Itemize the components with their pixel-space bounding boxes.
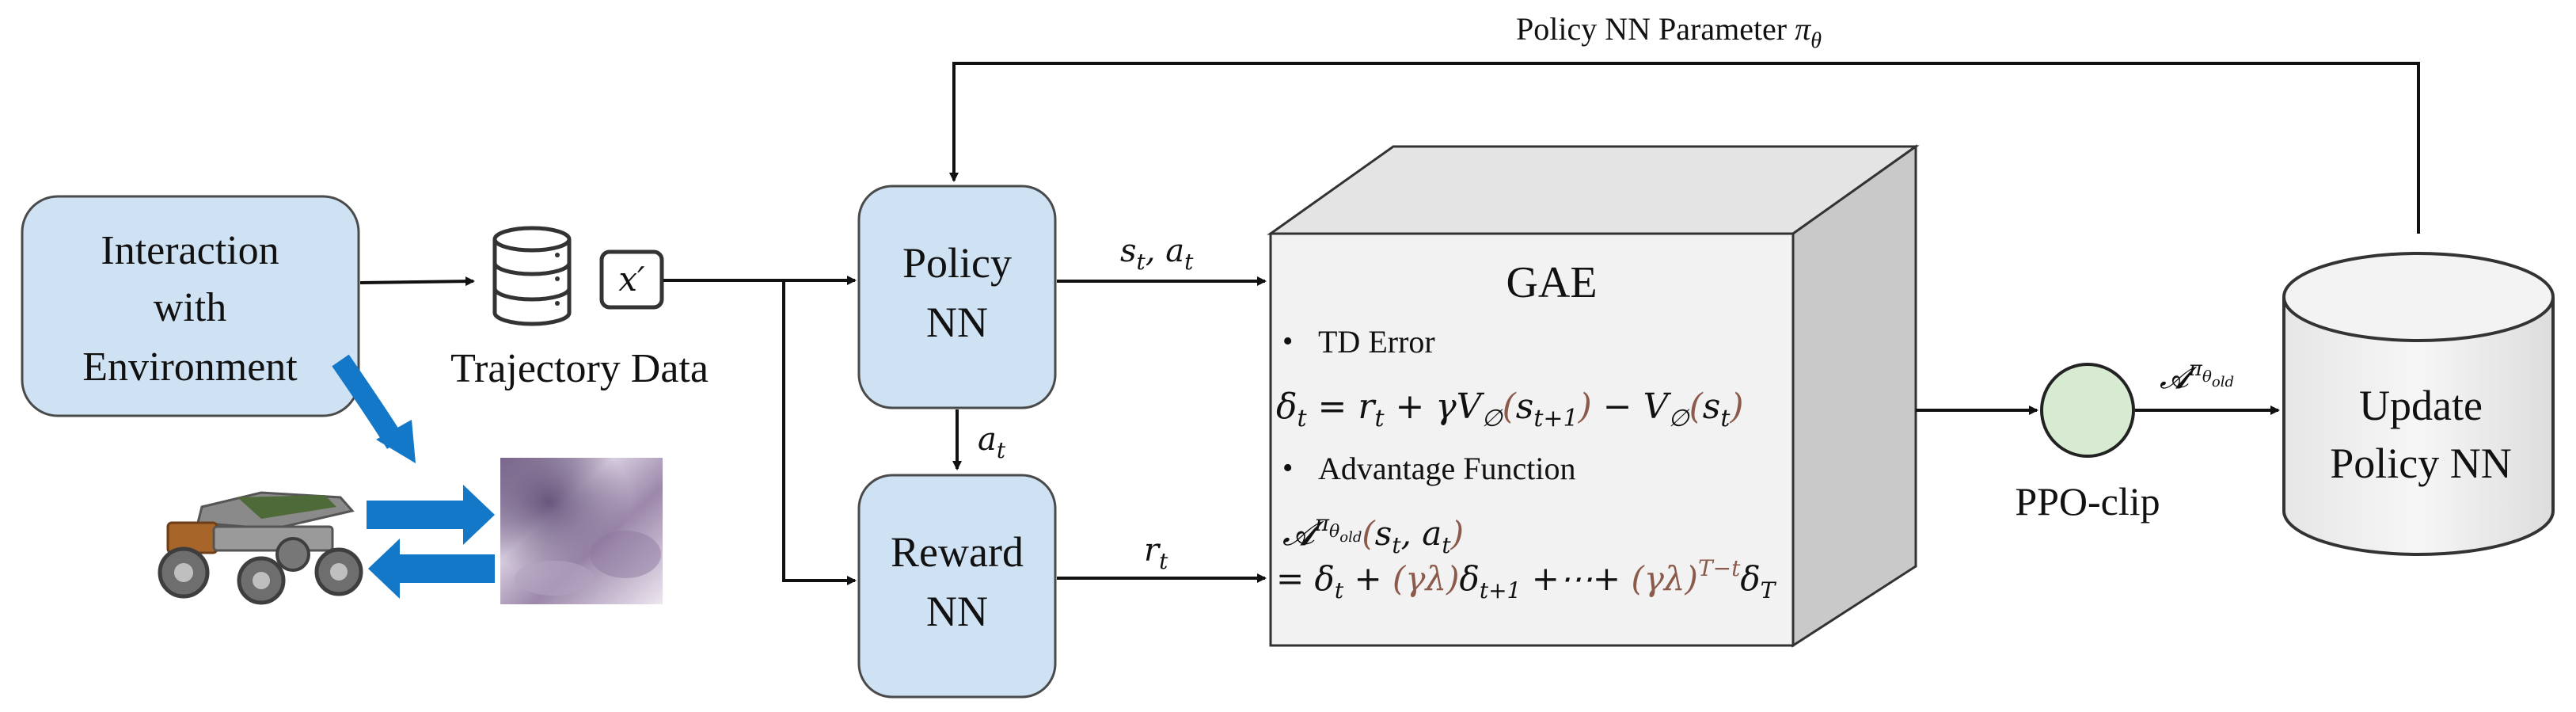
bullet-1: • [1282, 325, 1293, 358]
interaction-box [21, 195, 360, 417]
gae-cube [1267, 144, 1920, 648]
terrain-image [500, 458, 663, 604]
td-error-label: TD Error [1318, 324, 1435, 360]
bullet-2: • [1282, 451, 1293, 485]
td-formula: δt = rt + γV∅(st+1) − V∅(st) [1276, 386, 1744, 432]
action-label: at [978, 421, 1006, 463]
interaction-line3: Environment [82, 345, 298, 390]
exchange-arrows [367, 485, 495, 599]
robot-image [158, 491, 363, 605]
reward-nn-box [857, 474, 1057, 699]
policy-line2: NN [926, 299, 988, 346]
advantage-edge-label: 𝓐πθold [2160, 357, 2234, 395]
reward-label: rt [1144, 532, 1168, 574]
gae-title: GAE [1506, 258, 1597, 307]
variable-symbol: x′ [618, 260, 645, 299]
reward-line1: Reward [891, 528, 1024, 576]
ppo-clip-label: PPO-clip [2015, 479, 2160, 524]
state-action-label: st, at [1120, 233, 1194, 275]
policy-line1: Policy [902, 239, 1012, 287]
advantage-formula-line1: 𝓐πθold(st, at) [1282, 510, 1464, 558]
policy-nn-box [857, 185, 1057, 409]
feedback-arrow [949, 62, 2420, 234]
reward-line2: NN [926, 588, 988, 635]
update-line1: Update [2359, 382, 2483, 429]
interaction-to-data-arrow [359, 276, 475, 287]
variable-icon [599, 249, 664, 310]
advantage-formula-line2: = δt + (γλ)δt+1 +⋯+ (γλ)T−tδT [1276, 555, 1777, 603]
ppo-clip-node [2040, 363, 2135, 458]
policy-parameter-label: Policy NN Parameter πθ [1516, 11, 1822, 53]
advantage-function-label: Advantage Function [1318, 451, 1576, 486]
trajectory-data-label: Trajectory Data [450, 346, 709, 391]
update-line2: Policy NN [2330, 440, 2512, 487]
database-icon [492, 226, 572, 326]
interaction-line1: Interaction [101, 228, 279, 273]
update-policy-cylinder [2282, 252, 2555, 556]
interaction-line2: with [154, 285, 226, 330]
data-to-reward-arrow [782, 280, 857, 585]
